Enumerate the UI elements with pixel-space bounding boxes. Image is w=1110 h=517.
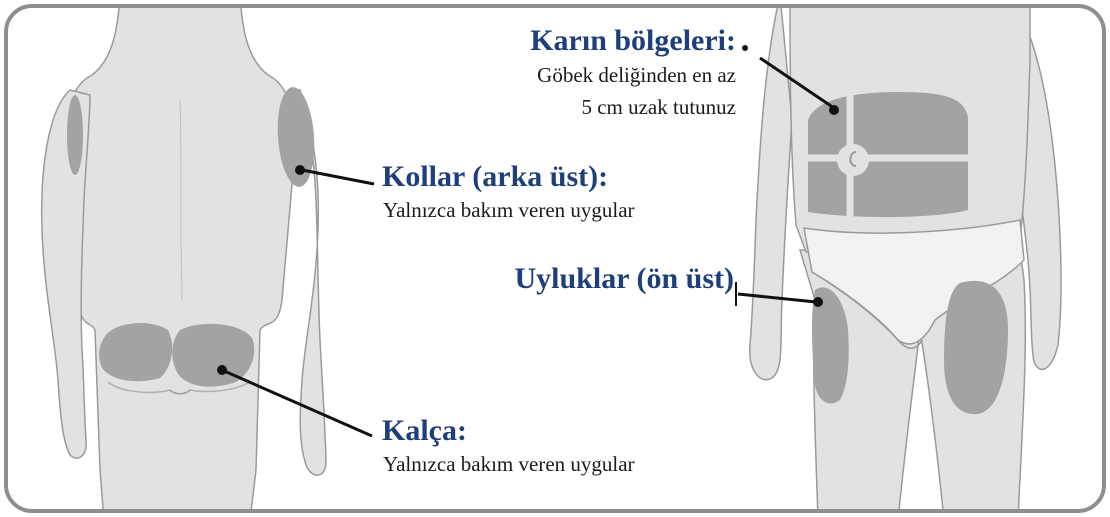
thigh-pointer-dot [813, 297, 823, 307]
arms-title: Kollar (arka üst): [382, 160, 608, 194]
left-arm-zone [67, 95, 83, 175]
arm-pointer-dot [295, 165, 305, 175]
buttocks-subtitle: Yalnızca bakım veren uygular [383, 452, 635, 477]
abdomen-subtitle-line2: 5 cm uzak tutunuz [581, 95, 736, 120]
thighs-title: Uyluklar (ön üst) [515, 262, 735, 296]
navel-exclusion-ring [837, 144, 869, 176]
front-view-figure [750, 0, 1061, 517]
buttock-pointer-dot [217, 365, 227, 375]
abdomen-pointer-dot [829, 105, 839, 115]
abdomen-label-dot [742, 45, 748, 51]
buttocks-title: Kalça: [382, 414, 467, 448]
abdomen-subtitle-line1: Göbek deliğinden en az [537, 63, 736, 88]
back-view-figure [42, 0, 326, 517]
left-buttock-zone [99, 323, 172, 381]
arms-subtitle: Yalnızca bakım veren uygular [383, 198, 635, 223]
abdomen-title: Karın bölgeleri: [530, 24, 736, 58]
